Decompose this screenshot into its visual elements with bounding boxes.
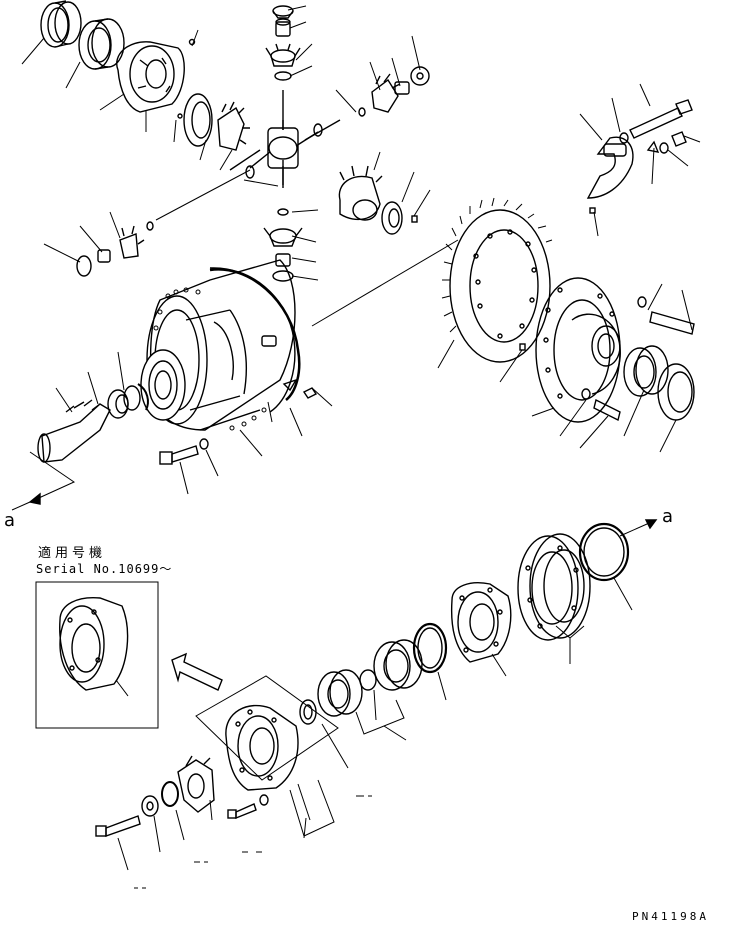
reference-arrow-left (11, 451, 76, 511)
diff-case-half-right (535, 277, 621, 423)
spider-cross (229, 90, 341, 188)
ring-gear (441, 197, 553, 363)
housing-bolt-left (159, 438, 209, 465)
pinion-gear-bottom (263, 208, 303, 282)
serial-inset-box (35, 581, 159, 729)
cover-bolt-small (227, 794, 269, 820)
taper-bearing-top-left (78, 18, 125, 70)
taper-bearing-right (623, 345, 669, 397)
case-bolt-right (581, 296, 695, 422)
side-gear-left (177, 101, 250, 151)
carrier-cover (195, 675, 339, 791)
pinion-washer-2 (274, 71, 292, 81)
reference-mark-right: a (662, 506, 674, 527)
applicable-serial-label: 適用号機 (38, 546, 107, 561)
housing-bolt-holes (153, 287, 267, 431)
side-gear-right (338, 165, 383, 221)
yoke-flange (177, 755, 215, 813)
housing-gasket (209, 268, 301, 401)
bearing-cup-top-left (40, 0, 82, 48)
leader-lines-lower (117, 577, 633, 889)
yoke-bolt (95, 815, 141, 837)
thrust-washer-side-gear-left (183, 93, 213, 147)
differential-carrier-housing (140, 259, 296, 431)
pinion-cage (450, 582, 512, 663)
pinion-gear-right-top (358, 66, 430, 117)
pinion-washer-top (272, 5, 294, 19)
reference-mark-left: a (4, 510, 16, 531)
ring-gear-dowel (519, 343, 526, 351)
cap-bolt (589, 99, 693, 214)
drive-pinion (37, 399, 111, 463)
o-ring-yoke (161, 781, 179, 807)
part-number-code: PN41198A (632, 910, 709, 923)
drain-plug (302, 387, 318, 399)
pinion-bearing-lower-left (299, 669, 363, 725)
bearing-cup-right (657, 363, 695, 421)
inset-pointer-arrow (171, 652, 223, 691)
pinion-bearing-lower-right (359, 639, 423, 691)
diff-case-half-top (116, 38, 196, 113)
serial-number-text: Serial No.10699～ (36, 562, 173, 576)
thrust-washer-right (381, 201, 418, 235)
o-ring-right (578, 522, 630, 582)
washer-yoke (141, 795, 159, 817)
bearing-cap (586, 136, 634, 199)
pinion-gear-top (265, 43, 301, 67)
pinion-bushing-top (275, 18, 291, 37)
pinion-gear-left-small (76, 221, 154, 277)
shim-pack (517, 533, 591, 641)
pinion-bearing-left (107, 383, 149, 419)
reference-arrow-right (619, 519, 658, 537)
leader-lines-upper (21, 5, 701, 495)
o-ring-middle (412, 622, 448, 674)
